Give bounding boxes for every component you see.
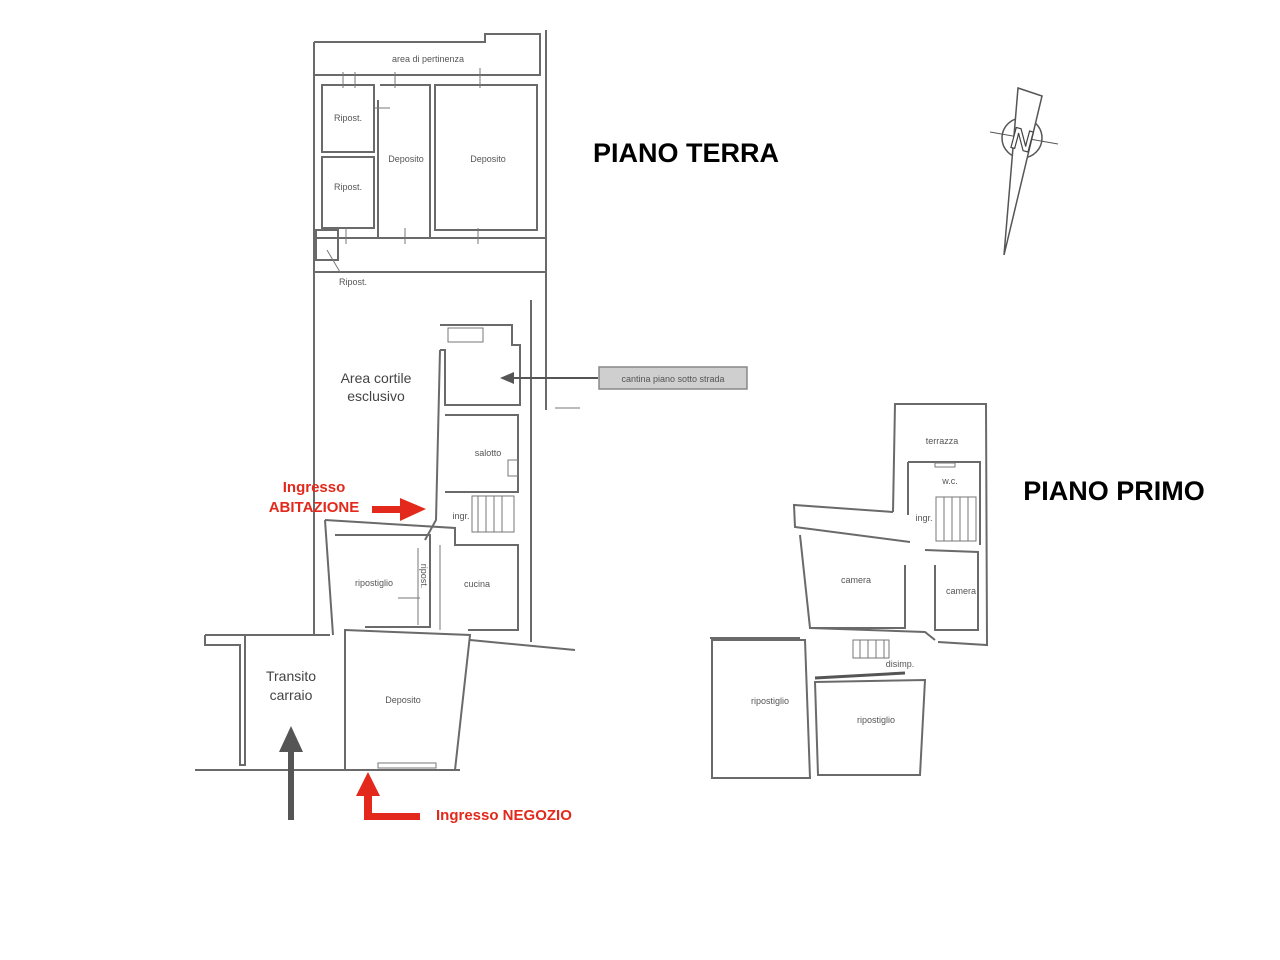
label-salotto: salotto xyxy=(475,448,502,458)
label-disimp: disimp. xyxy=(886,659,915,669)
callout-cantina: cantina piano sotto strada xyxy=(621,374,724,384)
label-ripostiglio-1: ripostiglio xyxy=(751,696,789,706)
label-ripostiglio-2: ripostiglio xyxy=(857,715,895,725)
arrow-right-icon xyxy=(372,498,426,521)
room-ripost-2 xyxy=(321,156,375,229)
label-area-pertinenza: area di pertinenza xyxy=(392,54,464,64)
label-cucina: cucina xyxy=(464,579,490,589)
label-ripost-narrow: ripost. xyxy=(419,564,429,589)
label-deposito-2: Deposito xyxy=(470,154,506,164)
title-piano-terra: PIANO TERRA xyxy=(593,138,779,168)
ground-floor-plan: area di pertinenza Ripost. Ripost. Depos… xyxy=(195,30,748,824)
callout-box xyxy=(598,366,748,390)
north-compass-icon: N xyxy=(989,86,1059,256)
label-camera-1: camera xyxy=(841,575,871,585)
label-transito-line2: carraio xyxy=(270,687,313,703)
label-cortile-line1: Area cortile xyxy=(341,370,412,386)
label-ingr: ingr. xyxy=(452,511,469,521)
room-deposito-2 xyxy=(434,84,538,231)
compass-letter: N xyxy=(1007,122,1036,159)
label-terrazza: terrazza xyxy=(926,436,959,446)
room-ripost-1 xyxy=(321,84,375,153)
label-cortile-line2: esclusivo xyxy=(347,388,405,404)
label-ripost-3: Ripost. xyxy=(339,277,367,287)
label-ingresso-abitazione-1: Ingresso xyxy=(283,479,346,496)
label-transito-line1: Transito xyxy=(266,668,316,684)
label-camera-2: camera xyxy=(946,586,976,596)
label-ripostiglio: ripostiglio xyxy=(355,578,393,588)
label-ripost-1: Ripost. xyxy=(334,113,362,123)
label-ingresso-abitazione-2: ABITAZIONE xyxy=(269,499,360,516)
callout-arrow-icon xyxy=(500,372,514,384)
label-ingr-primo: ingr. xyxy=(915,513,932,523)
label-ingresso-negozio: Ingresso NEGOZIO xyxy=(436,807,572,824)
first-floor-plan: terrazza w.c. ingr. camera camera disimp… xyxy=(710,403,989,779)
label-deposito-1: Deposito xyxy=(388,154,424,164)
title-piano-primo: PIANO PRIMO xyxy=(1023,476,1205,506)
arrow-up-red-icon xyxy=(356,772,420,820)
label-deposito-shop: Deposito xyxy=(385,695,421,705)
arrow-up-grey-icon xyxy=(279,726,303,820)
label-ripost-2: Ripost. xyxy=(334,182,362,192)
label-wc: w.c. xyxy=(941,476,958,486)
